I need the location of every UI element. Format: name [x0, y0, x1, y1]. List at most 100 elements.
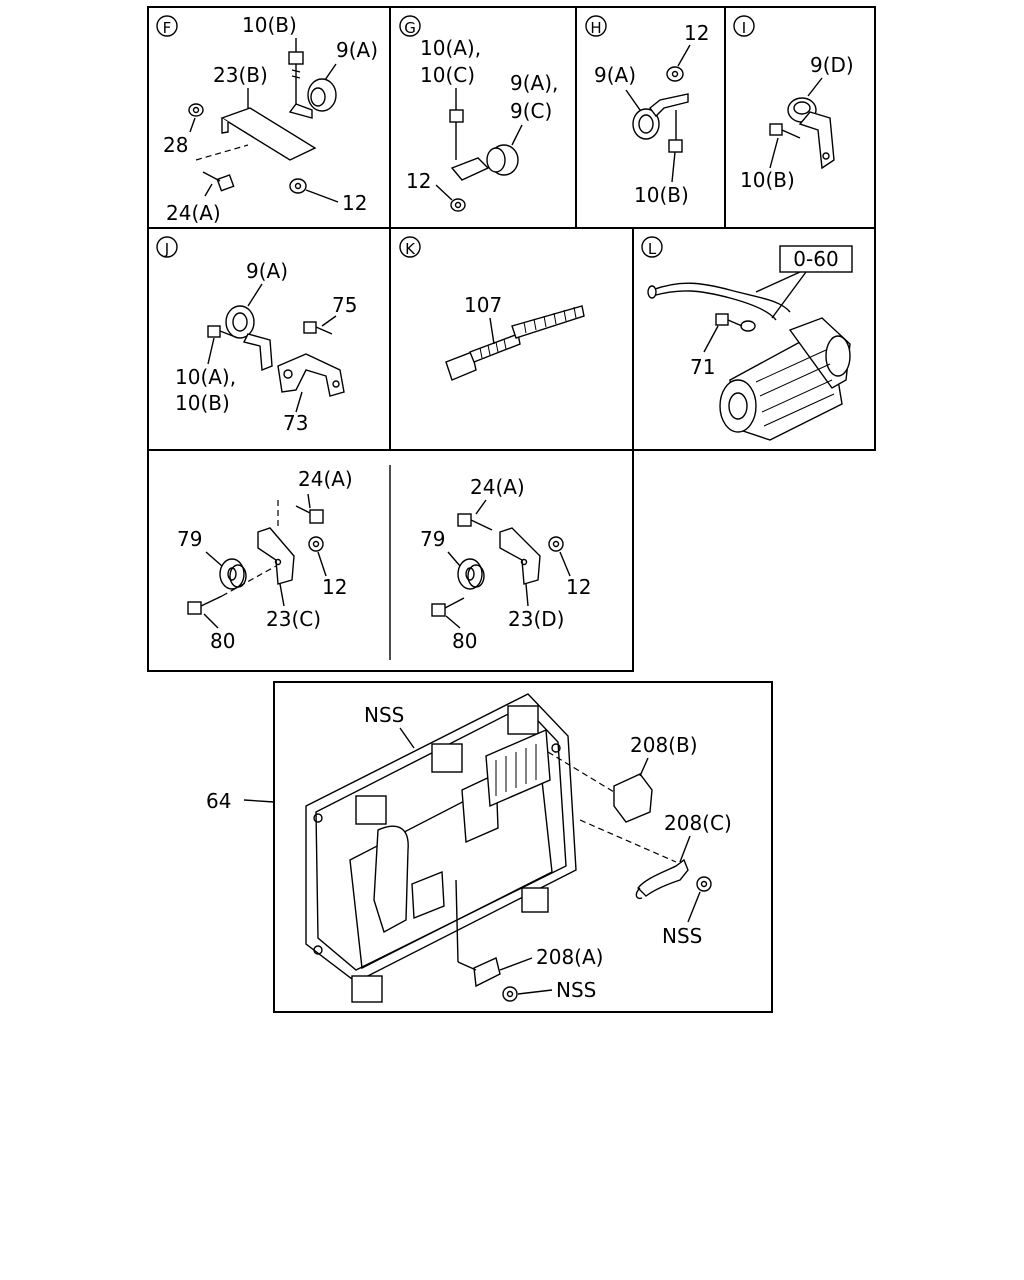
- panel-g: G 10(A), 10(C) 9(A), 9(C) 12: [399, 15, 558, 212]
- label-h-12: 12: [684, 21, 709, 45]
- nut-icon: [502, 986, 518, 1002]
- nut-icon: [666, 66, 684, 82]
- label-h-9a: 9(A): [594, 63, 636, 87]
- label-g-9c: 9(C): [510, 99, 552, 123]
- panel-j: J 9(A) 75 10(A), 10(B) 73: [156, 236, 357, 435]
- label-i-10b: 10(B): [740, 168, 795, 192]
- nut-icon: [450, 198, 466, 212]
- panel-j-marker: [156, 236, 178, 258]
- label-n-24a: 24(A): [470, 475, 525, 499]
- bolt-icon: [769, 123, 801, 139]
- bracket-icon: [257, 527, 295, 585]
- clamp-icon: [225, 305, 273, 372]
- panel-i-letter: I: [742, 19, 746, 37]
- label-box-nss-top: NSS: [364, 703, 404, 727]
- label-m-24a: 24(A): [298, 467, 353, 491]
- label-j-75: 75: [332, 293, 357, 317]
- label-g-9a: 9(A),: [510, 71, 558, 95]
- nut-icon: [308, 536, 324, 552]
- label-h-10b: 10(B): [634, 183, 689, 207]
- control-box-panel: NSS 64 208(B) 208(C) NSS 208(A) NSS: [206, 693, 732, 1003]
- label-f-24a: 24(A): [166, 201, 221, 225]
- panel-h: H 12 9(A) 10(B): [585, 15, 709, 207]
- panel-g-letter: G: [404, 19, 416, 37]
- label-n-23d: 23(D): [508, 607, 564, 631]
- label-m-23c: 23(C): [266, 607, 321, 631]
- electrical-box-icon: [305, 693, 577, 1003]
- label-j-10a: 10(A),: [175, 365, 236, 389]
- label-n-80: 80: [452, 629, 477, 653]
- panel-l-marker: [641, 236, 663, 258]
- panel-m: 24(A) 79 12 23(C) 80: [177, 467, 353, 653]
- panel-l-letter: L: [648, 240, 657, 258]
- bracket-icon: [220, 107, 317, 161]
- label-f-28: 28: [163, 133, 188, 157]
- grid-frames: [147, 6, 876, 1013]
- bolt-icon: [202, 171, 235, 192]
- ref-box: [779, 245, 853, 273]
- clamp-icon: [288, 78, 337, 119]
- label-f-12: 12: [342, 191, 367, 215]
- bolt-icon: [295, 505, 324, 524]
- nut-icon: [289, 178, 307, 194]
- label-box-64: 64: [206, 789, 231, 813]
- bolt-icon: [457, 513, 493, 531]
- panel-f-letter: F: [163, 19, 172, 37]
- panel-h-letter: H: [590, 19, 601, 37]
- nut-icon: [696, 876, 712, 892]
- panel-k: K 107: [399, 236, 585, 381]
- label-box-208c: 208(C): [664, 811, 732, 835]
- starter-motor-icon: [719, 317, 851, 441]
- bolt-icon: [668, 110, 683, 153]
- connector-icon: [613, 773, 653, 823]
- panel-k-marker: [399, 236, 421, 258]
- label-box-208b: 208(B): [630, 733, 698, 757]
- clamp-icon: [450, 144, 519, 181]
- label-j-73: 73: [283, 411, 308, 435]
- label-n-79: 79: [420, 527, 445, 551]
- bolt-icon: [449, 109, 464, 160]
- label-g-12: 12: [406, 169, 431, 193]
- bolt-icon: [288, 51, 304, 108]
- clamp-icon: [787, 97, 835, 170]
- label-m-12: 12: [322, 575, 347, 599]
- label-box-208a: 208(A): [536, 945, 603, 969]
- bracket-icon: [277, 353, 345, 397]
- panel-j-letter: J: [164, 240, 169, 258]
- nut-icon: [188, 103, 204, 117]
- label-l-71: 71: [690, 355, 715, 379]
- panel-i-marker: [733, 15, 755, 37]
- clip-icon: [635, 858, 689, 900]
- clamp-icon: [632, 93, 689, 140]
- panel-h-marker: [585, 15, 607, 37]
- label-m-79: 79: [177, 527, 202, 551]
- label-m-80: 80: [210, 629, 235, 653]
- grommet-icon: [457, 558, 485, 590]
- panel-k-letter: K: [405, 240, 416, 258]
- cable-icon: [647, 282, 791, 332]
- label-box-nss-right: NSS: [662, 924, 702, 948]
- bolt-icon: [715, 313, 743, 327]
- bracket-icon: [473, 957, 501, 988]
- bracket-icon: [499, 527, 541, 585]
- panel-n: 24(A) 79 12 23(D) 80: [420, 475, 591, 653]
- label-g-10a: 10(A),: [420, 36, 481, 60]
- bolt-icon: [187, 595, 223, 615]
- grommet-icon: [219, 558, 247, 590]
- label-box-nss-bottom: NSS: [556, 978, 596, 1002]
- cable-tie-icon: [445, 305, 585, 381]
- panel-f: F 10(B) 9(A) 23(B) 28 24(A) 12: [156, 13, 378, 225]
- label-f-9a: 9(A): [336, 38, 378, 62]
- panel-i: I 9(D) 10(B): [733, 15, 854, 192]
- label-f-23b: 23(B): [213, 63, 268, 87]
- label-g-10c: 10(C): [420, 63, 475, 87]
- label-i-9d: 9(D): [810, 53, 854, 77]
- nut-icon: [548, 536, 564, 552]
- panel-f-marker: [156, 15, 178, 37]
- bolt-icon: [207, 325, 239, 339]
- panel-g-marker: [399, 15, 421, 37]
- panel-l: L 0-60 71: [641, 236, 853, 441]
- bolt-icon: [303, 321, 333, 335]
- label-l-0-60: 0-60: [793, 247, 838, 271]
